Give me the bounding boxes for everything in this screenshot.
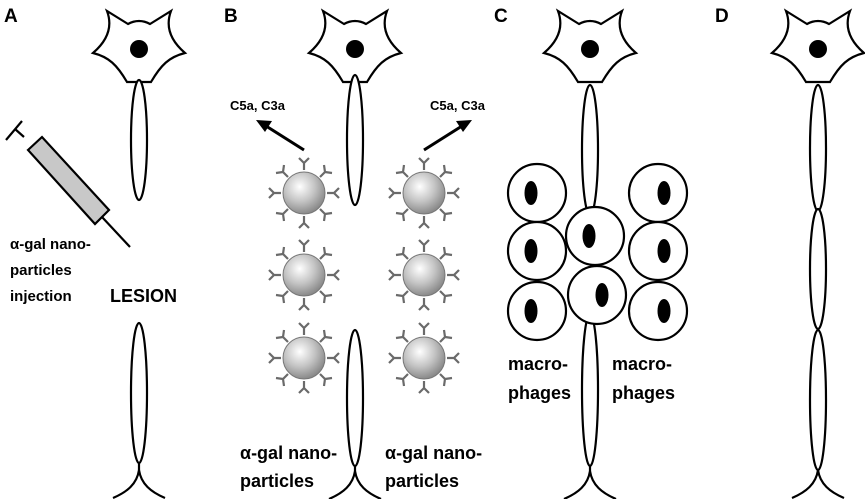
neuron-b-cell-body [307,9,403,84]
macrophage [627,220,689,282]
macrophage [566,264,628,326]
panel-letter-b: B [224,6,238,27]
panel-letter-d: D [715,6,729,27]
nanoparticle [267,156,341,230]
nanoparticles-label-left: α-gal nano- particles [240,443,342,491]
panel-d: D [715,6,865,499]
macrophages-label-right: macro- phages [612,354,677,403]
panel-c: C macro- phages macro- phages [494,6,689,499]
syringe-icon [5,120,131,248]
nanoparticle [267,321,341,395]
neuron-c-terminal [562,469,618,499]
macrophage [506,162,568,224]
nanoparticle [267,238,341,312]
lesion-label: LESION [110,286,177,306]
neuron-c-axon-proximal [580,83,600,217]
neuron-b-axon-distal [345,328,365,468]
nanoparticle [387,321,461,395]
panel-a: A α-gal nano- particles injection LESION [4,6,187,499]
arrow-right-complement [423,120,472,152]
macrophages-label-left: macro- phages [508,354,573,403]
neuron-d-axon-segment-1 [808,83,828,213]
macrophage [627,162,689,224]
neuron-b-terminal [327,469,383,499]
neuron-a-axon-proximal [129,78,149,202]
neuron-d-axon-segment-2 [808,207,828,331]
nanoparticle [387,238,461,312]
macrophage [564,205,626,267]
neuron-a-terminal [111,468,167,499]
neuron-a-cell-body [91,9,187,84]
macrophage [506,220,568,282]
neuron-d-axon-segment-3 [808,328,828,472]
complement-label-left: C5a, C3a [230,98,286,113]
panel-b: B C5a, C3a C5a, C3a α-gal nano- particle… [224,6,487,499]
neuron-b-axon-proximal [345,73,365,207]
nanoparticle [387,156,461,230]
complement-label-right: C5a, C3a [430,98,486,113]
nanoparticles-label-right: α-gal nano- particles [385,443,487,491]
neuron-c-cell-body [542,9,638,84]
neuron-d-cell-body [770,9,865,84]
panel-letter-c: C [494,6,508,27]
arrow-left-complement [256,120,305,152]
injection-label: α-gal nano- particles injection [10,236,95,305]
neuron-a-axon-distal [129,321,149,465]
macrophage [627,280,689,342]
panel-letter-a: A [4,6,18,27]
macrophage-cluster [506,162,689,342]
neuron-c-axon-distal [580,312,600,468]
macrophage [506,280,568,342]
neuron-d-terminal [790,468,846,499]
